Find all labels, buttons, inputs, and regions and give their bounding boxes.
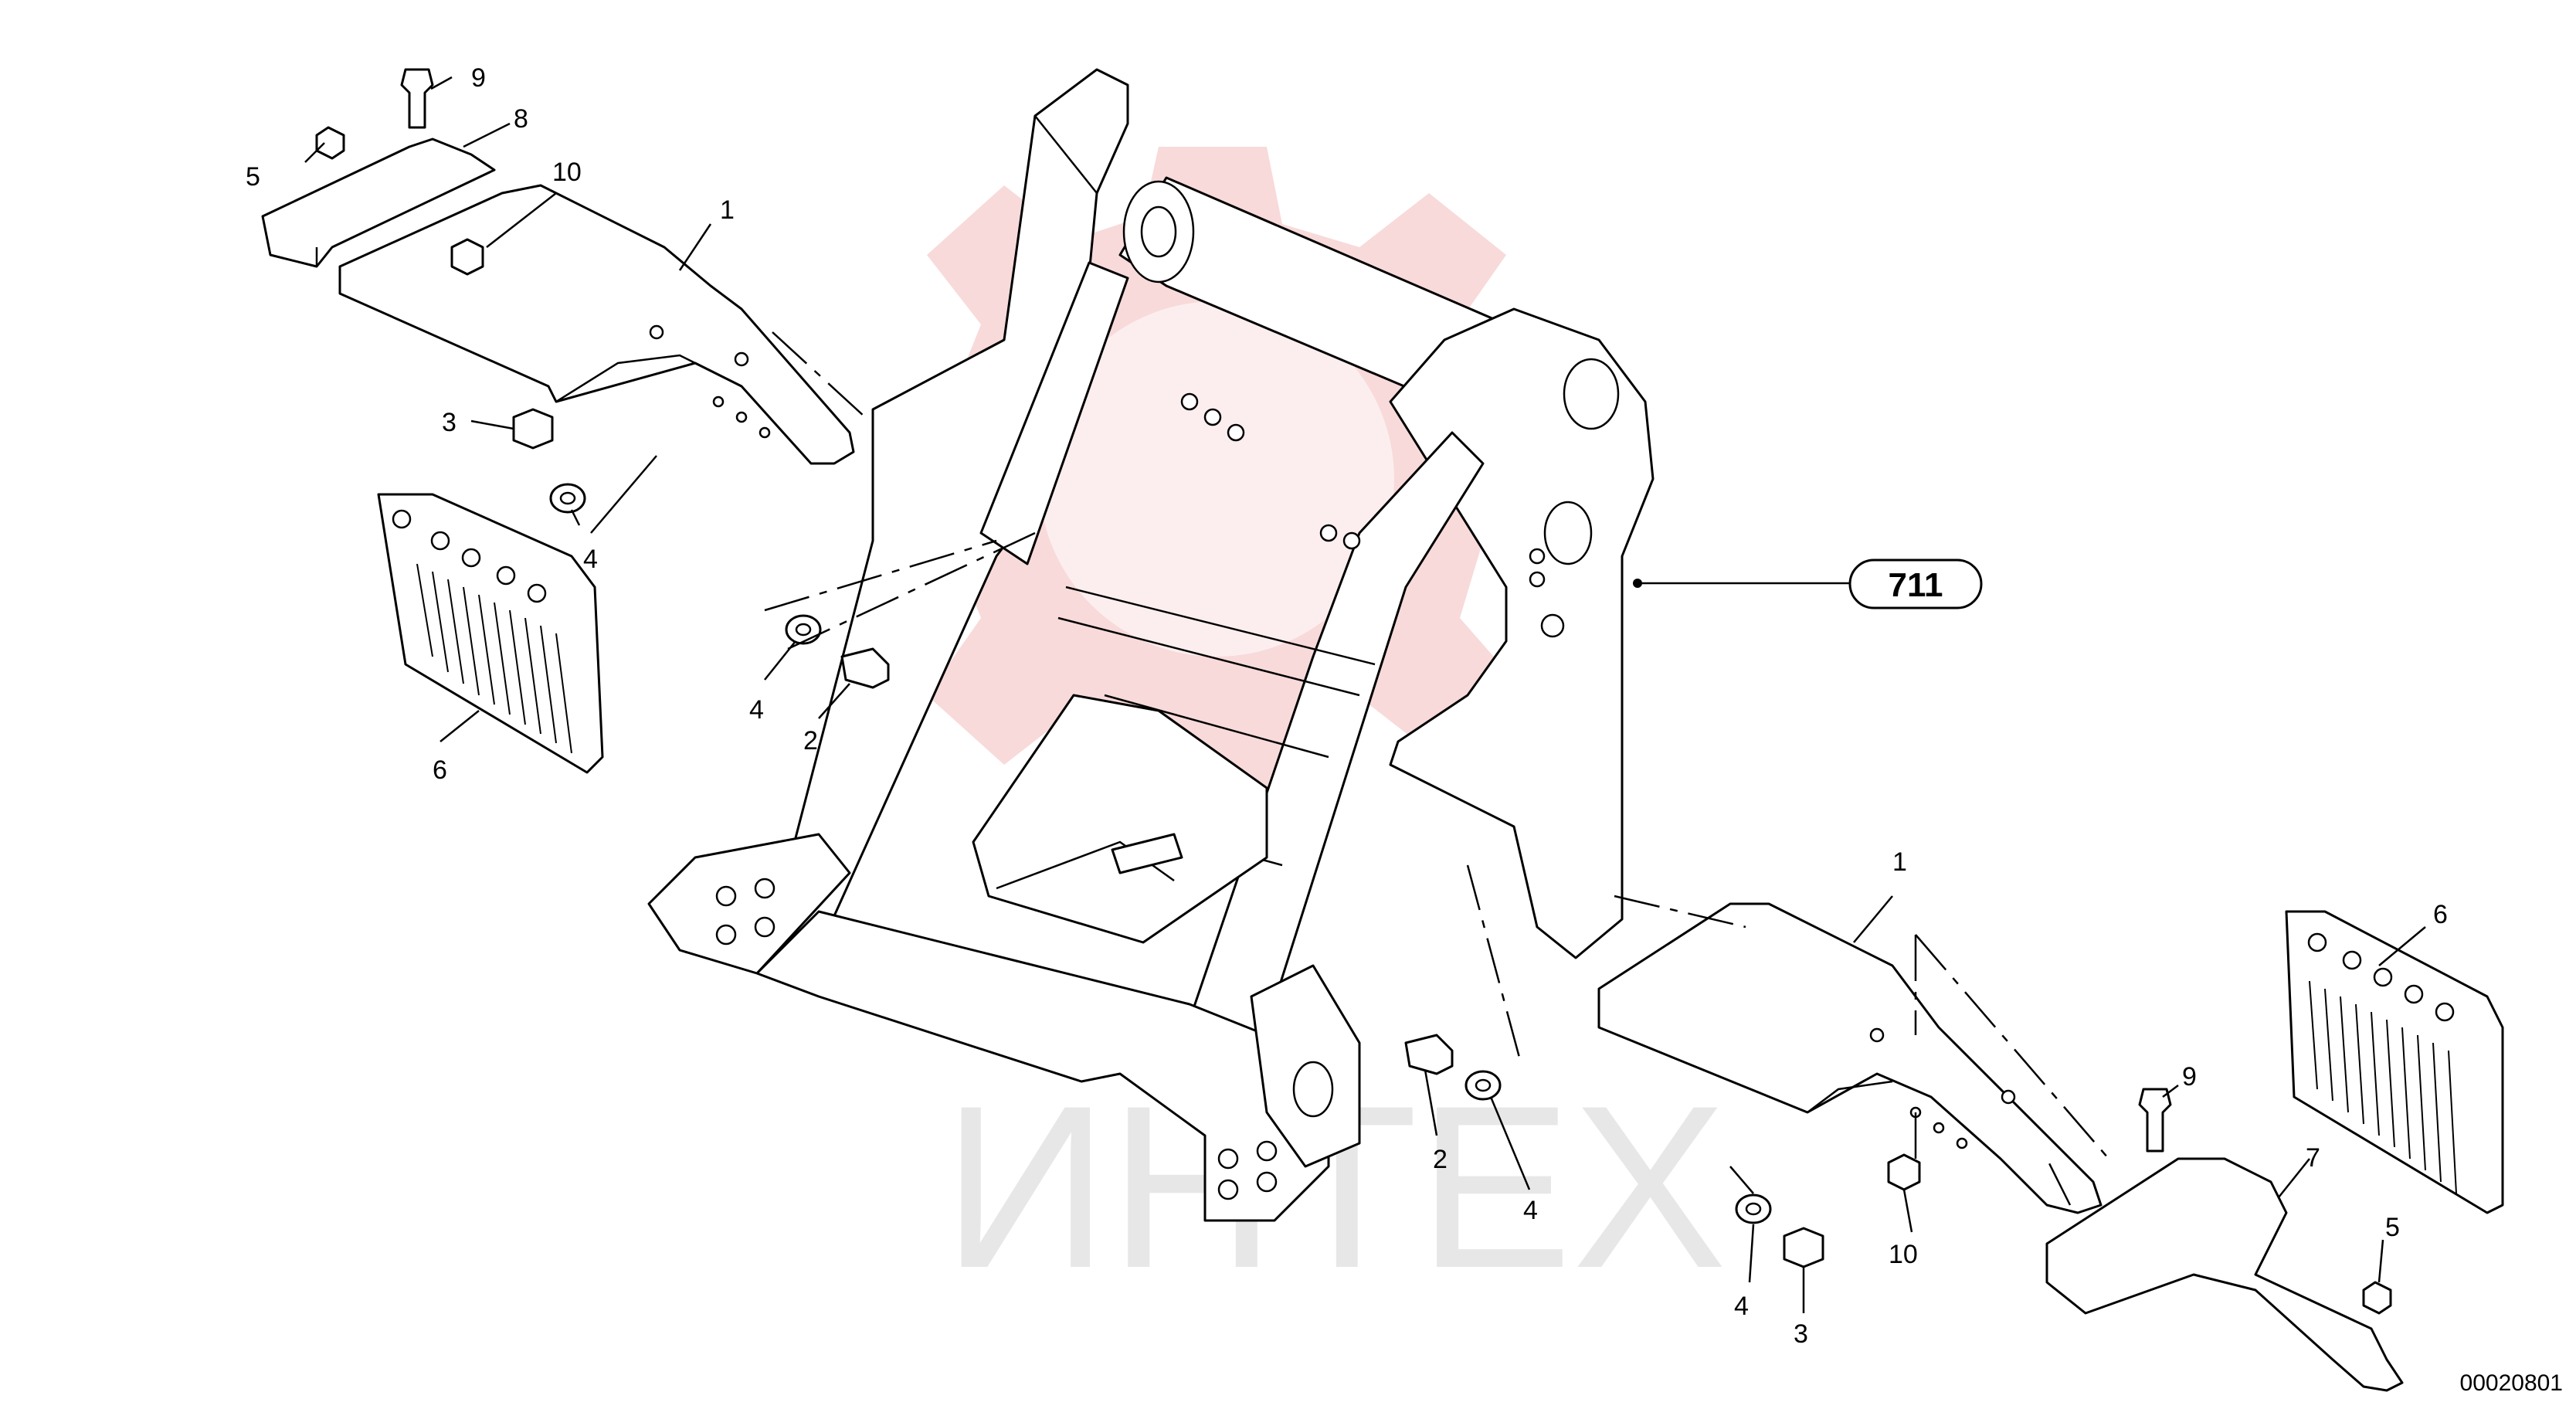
nut-10-left [450, 238, 484, 276]
pin-5-left [315, 126, 345, 160]
nut-3-left [512, 408, 554, 450]
callout-1-left: 1 [720, 195, 735, 225]
callout-4-upper-left: 4 [583, 545, 598, 574]
bolt-2-mid [840, 647, 890, 689]
bolt-2-center [1404, 1034, 1454, 1075]
callout-9-left: 9 [471, 63, 486, 93]
figure-code: 00020801 [2460, 1370, 2563, 1396]
reference-box-label: 711 [1889, 566, 1943, 604]
callout-7: 7 [2306, 1143, 2320, 1173]
nut-3-right [1783, 1227, 1824, 1268]
callout-6-left: 6 [433, 755, 447, 785]
callout-labels: 9 8 10 5 1 3 4 6 4 2 2 4 1 10 4 3 9 6 7 … [246, 63, 2448, 1349]
main-frame [647, 68, 1655, 1222]
left-fender-assembly [261, 68, 890, 774]
pin-5-right [2362, 1281, 2392, 1315]
nut-10-right [1887, 1153, 1921, 1191]
callout-4-mid: 4 [749, 695, 764, 725]
callout-2-mid: 2 [803, 726, 818, 755]
assembly-lines [764, 331, 2109, 1206]
right-fender-assembly [1404, 902, 2504, 1392]
bolt-9-left [400, 68, 434, 129]
callout-10-right: 10 [1889, 1240, 1918, 1269]
callout-3-left: 3 [442, 408, 456, 437]
callout-2-center: 2 [1433, 1145, 1448, 1174]
reference-box-711: 711 [1848, 559, 1983, 609]
callout-9-right: 9 [2182, 1062, 2197, 1092]
callout-4-center: 4 [1523, 1196, 1538, 1225]
callout-1-right: 1 [1892, 847, 1907, 877]
callout-10-left: 10 [552, 158, 582, 187]
callout-4-lower-right: 4 [1734, 1292, 1749, 1321]
bolt-9-right [2138, 1088, 2172, 1153]
callout-5-right: 5 [2385, 1213, 2400, 1242]
callout-3-right: 3 [1794, 1319, 1808, 1349]
callout-6-right: 6 [2433, 900, 2448, 929]
callout-5-left: 5 [246, 162, 260, 192]
callout-leaders [304, 76, 2426, 1313]
callout-8: 8 [514, 104, 528, 134]
leader-711-dot [1633, 579, 1642, 588]
